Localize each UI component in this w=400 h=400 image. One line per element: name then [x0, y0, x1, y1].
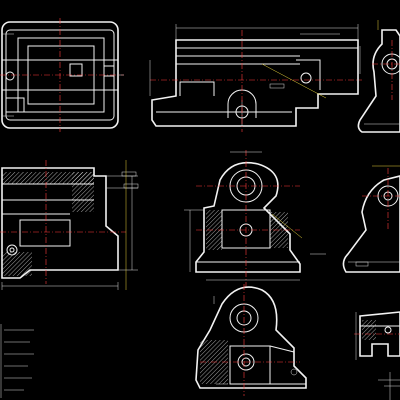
- notes-margin: [0, 324, 34, 398]
- detail-bottom-right: [354, 311, 400, 400]
- top-view-left: [0, 18, 124, 132]
- side-view-right: [342, 165, 400, 273]
- side-view-top-right: [357, 20, 400, 133]
- isometric-bottom: [195, 284, 307, 396]
- front-view-middle: [184, 150, 326, 290]
- front-section-top: [149, 24, 362, 132]
- section-view-left: [0, 160, 139, 290]
